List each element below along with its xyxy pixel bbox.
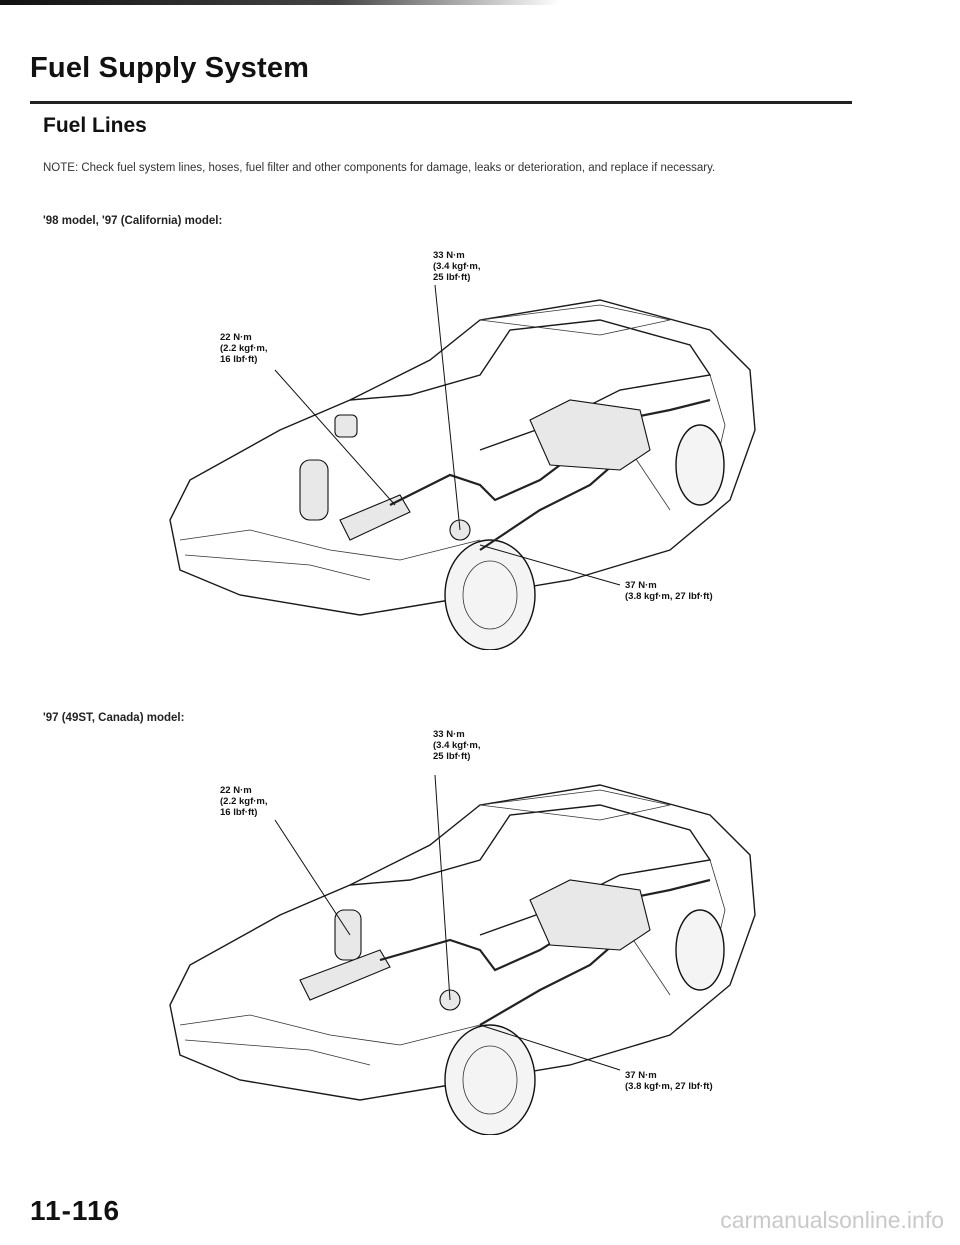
diagram-1-callout-top: 33 N·m (3.4 kgf·m, 25 lbf·ft) (433, 250, 481, 283)
diagram-1-fuel-line-car: 33 N·m (3.4 kgf·m, 25 lbf·ft) 22 N·m (2.… (150, 250, 770, 650)
diagram-1-callout-right: 37 N·m (3.8 kgf·m, 27 lbf·ft) (625, 580, 713, 602)
diagram-1-label: '98 model, '97 (California) model: (43, 215, 223, 227)
diagram-1-callout-left: 22 N·m (2.2 kgf·m, 16 lbf·ft) (220, 332, 268, 365)
diagram-2-fuel-line-car: 33 N·m (3.4 kgf·m, 25 lbf·ft) 22 N·m (2.… (150, 729, 770, 1135)
subsection-title: Fuel Lines (43, 114, 147, 137)
maintenance-note: NOTE: Check fuel system lines, hoses, fu… (43, 162, 716, 174)
car-fuel-lines-illustration (169, 774, 756, 1135)
top-rule (0, 0, 560, 5)
title-rule (30, 101, 852, 104)
diagram-2-callout-right: 37 N·m (3.8 kgf·m, 27 lbf·ft) (625, 1070, 713, 1092)
car-fuel-lines-illustration (169, 284, 756, 650)
diagram-2-callout-left: 22 N·m (2.2 kgf·m, 16 lbf·ft) (220, 785, 268, 818)
section-title: Fuel Supply System (30, 52, 310, 84)
diagram-2-label: '97 (49ST, Canada) model: (43, 712, 185, 724)
watermark: carmanualsonline.info (720, 1207, 944, 1233)
diagram-2-callout-top: 33 N·m (3.4 kgf·m, 25 lbf·ft) (433, 729, 481, 762)
page-number: 11-116 (30, 1195, 121, 1226)
